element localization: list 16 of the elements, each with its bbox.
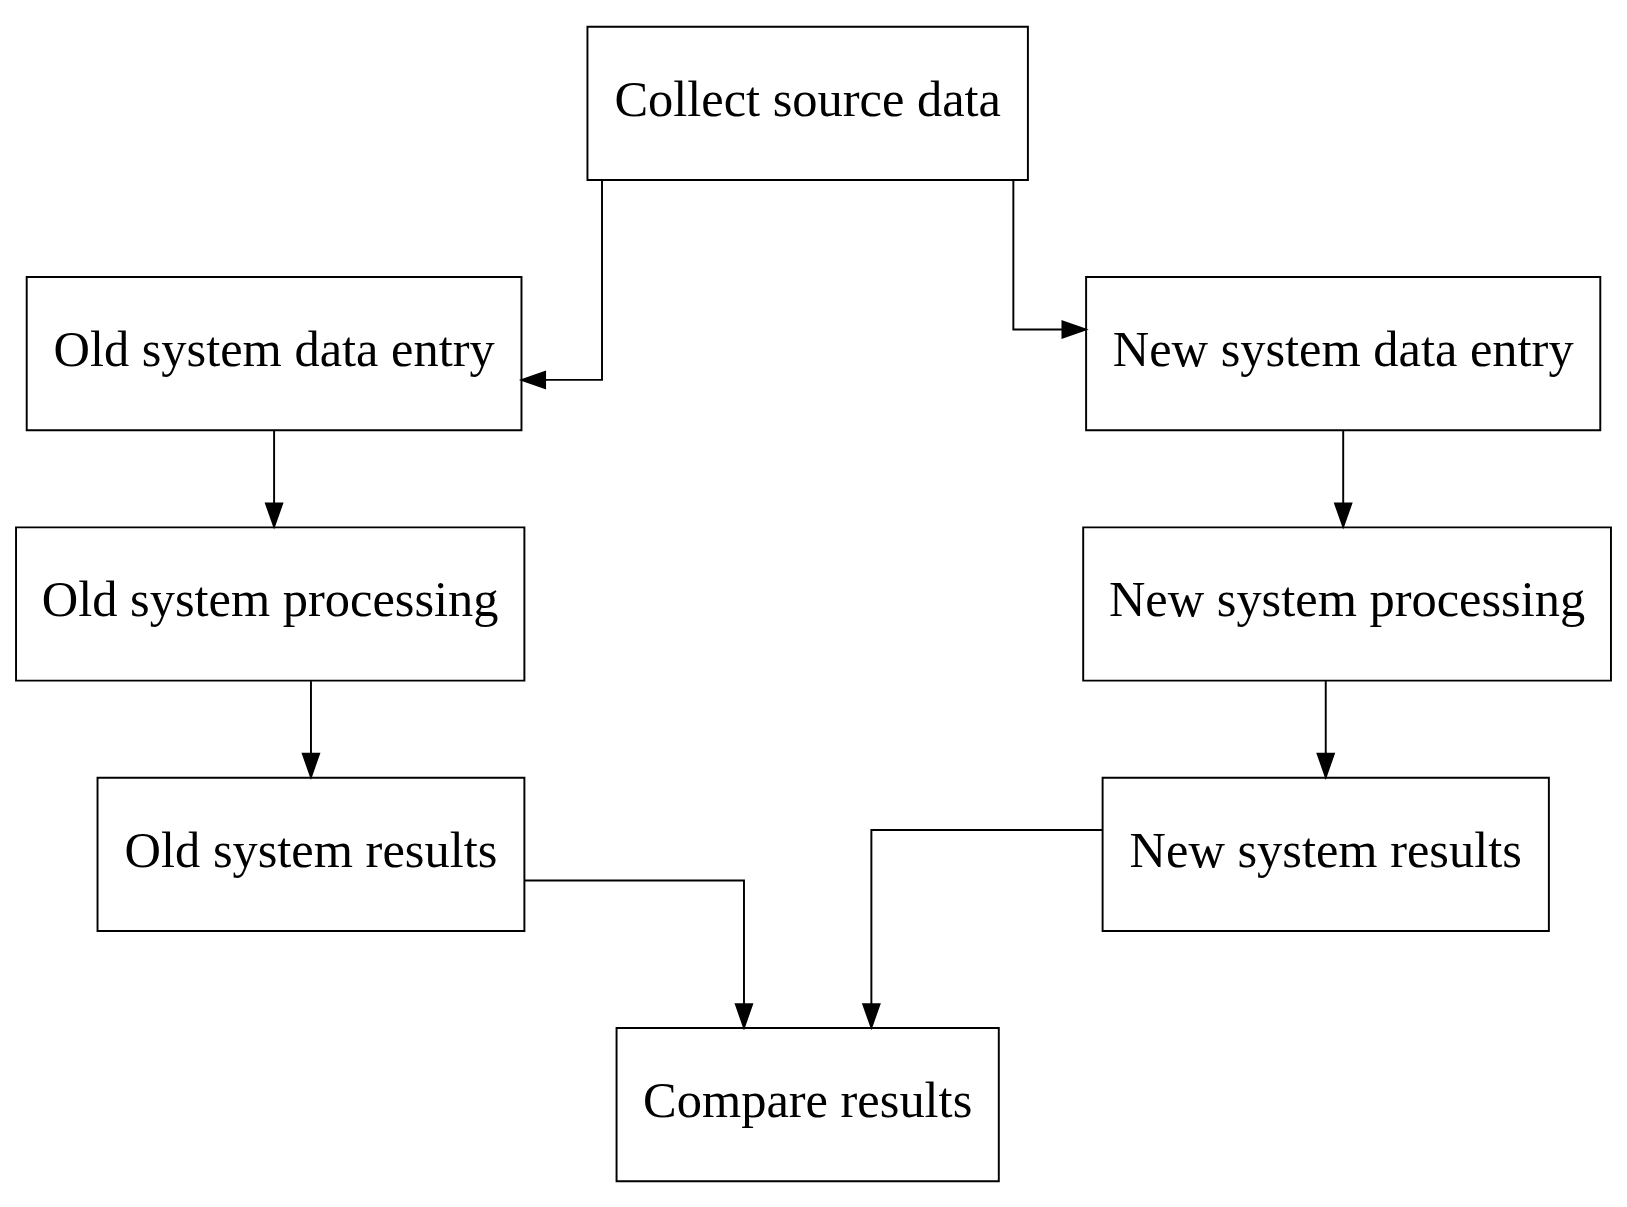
arrow [264, 429, 284, 530]
node-box: New system results [1101, 776, 1550, 932]
node-box: Old system results [96, 776, 526, 932]
node-box: Old system data entry [25, 275, 523, 431]
node-box: New system processing [1082, 525, 1612, 682]
arrow [523, 879, 754, 1030]
node-box: Compare results [615, 1026, 1000, 1182]
arrow [1316, 679, 1336, 780]
arrow [1012, 179, 1089, 339]
node-box: Old system processing [15, 525, 526, 682]
node-box: Collect source data [586, 25, 1029, 181]
node-box: New system data entry [1085, 275, 1602, 431]
arrow [518, 178, 603, 389]
arrow [301, 679, 321, 780]
arrow [1333, 429, 1353, 530]
arrow [861, 828, 1104, 1030]
